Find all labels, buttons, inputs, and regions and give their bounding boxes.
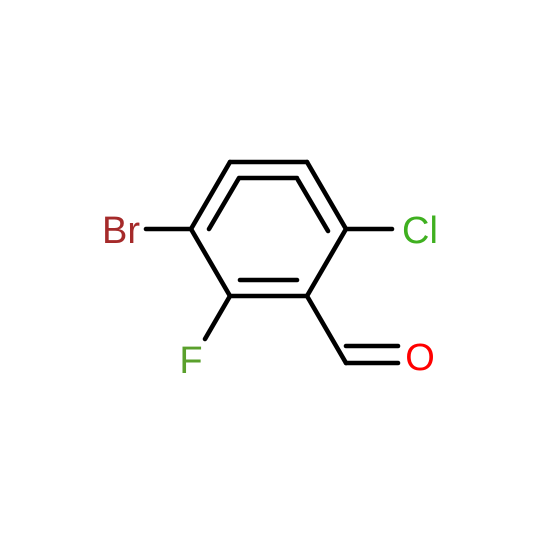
bond-ring-lower-right	[304, 226, 349, 299]
bond-c-f	[202, 293, 233, 342]
bond-c-cho	[304, 293, 349, 366]
atom-label-o: O	[405, 337, 435, 379]
atom-label-br: Br	[102, 210, 140, 252]
atom-label-cl: Cl	[402, 210, 438, 252]
bond-ring-upper-right	[304, 159, 349, 232]
bond-ring-upper-right-inner	[295, 177, 331, 234]
atom-label-f: F	[179, 340, 202, 382]
bond-ring-lower-left	[188, 226, 233, 299]
bond-ring-upper-left-inner	[206, 175, 242, 232]
bond-ring-upper-left	[188, 159, 233, 232]
